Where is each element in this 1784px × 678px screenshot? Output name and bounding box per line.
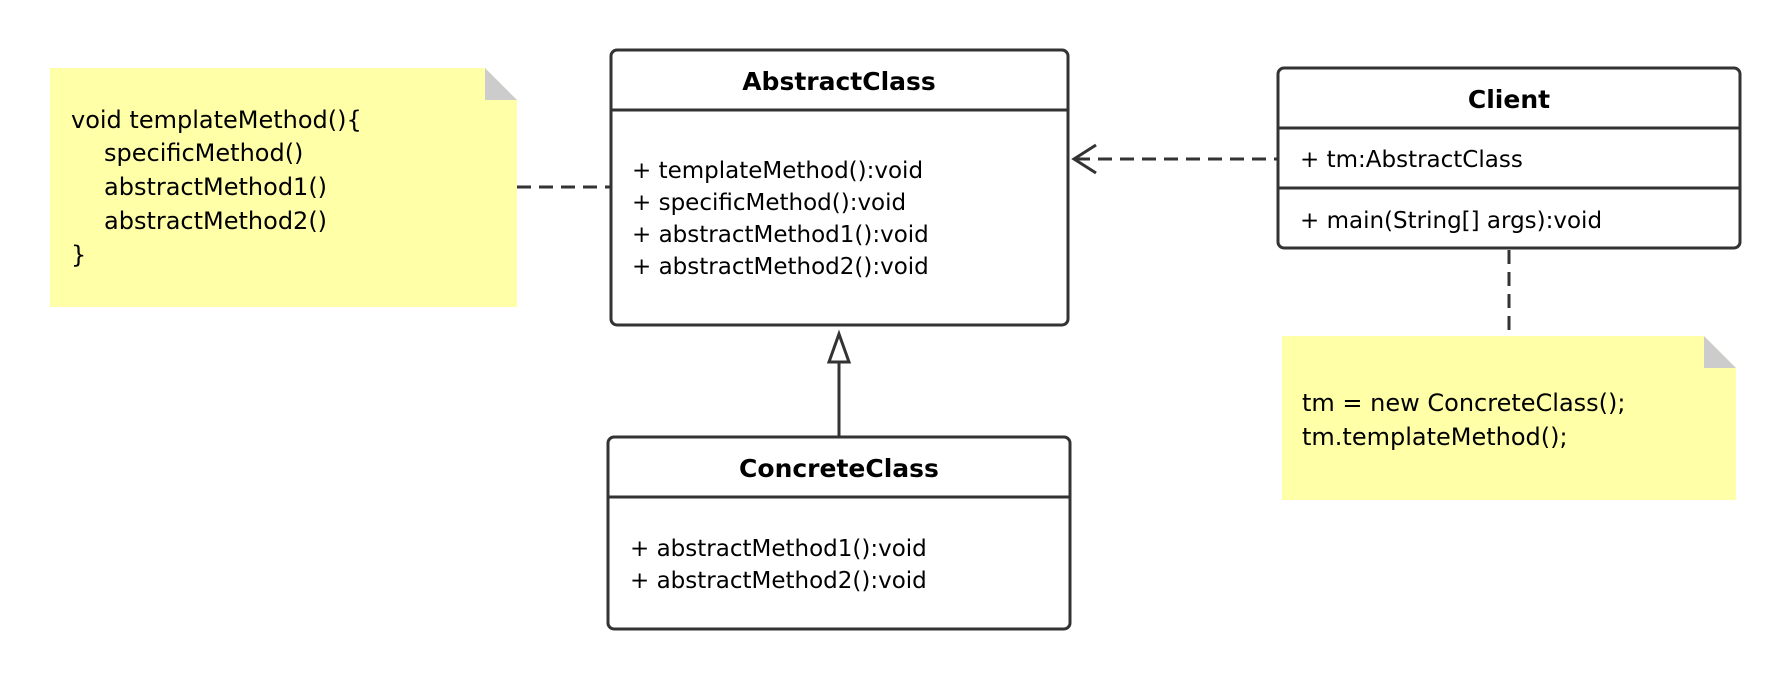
generalization-arrowhead (826, 329, 852, 364)
abstract-class-method: + specificMethod():void (632, 190, 906, 216)
right-note: tm = new ConcreteClass(); tm.templateMet… (1282, 336, 1736, 500)
left-note-body (50, 68, 517, 307)
abstract-class-box[interactable]: AbstractClass + templateMethod():void + … (609, 48, 1070, 327)
left-note-line: abstractMethod1() (104, 173, 327, 201)
abstract-class-method: + abstractMethod2():void (632, 254, 929, 280)
dependency-arrowhead (1071, 143, 1097, 175)
concrete-class-method: + abstractMethod2():void (630, 568, 927, 594)
client-class-attribute: + tm:AbstractClass (1300, 147, 1523, 173)
client-class-frame (1276, 66, 1742, 250)
left-note-line: } (71, 241, 86, 269)
right-note-line: tm.templateMethod(); (1302, 423, 1568, 451)
generalization-arrow (826, 329, 852, 436)
concrete-class-name: ConcreteClass (739, 454, 939, 483)
right-note-fold (1704, 336, 1736, 368)
abstract-class-method: + templateMethod():void (632, 158, 923, 184)
left-note: void templateMethod(){ specificMethod() … (50, 68, 517, 307)
abstract-class-name: AbstractClass (742, 67, 936, 96)
concrete-class-frame (606, 435, 1072, 631)
left-note-line: specificMethod() (104, 139, 303, 167)
left-note-fold (485, 68, 517, 100)
abstract-class-frame (609, 48, 1070, 327)
dependency-arrow (1071, 143, 1277, 175)
right-note-body (1282, 336, 1736, 500)
right-note-line: tm = new ConcreteClass(); (1302, 389, 1625, 417)
left-note-line: void templateMethod(){ (71, 106, 362, 134)
client-class-name: Client (1468, 85, 1550, 114)
concrete-class-box[interactable]: ConcreteClass + abstractMethod1():void +… (606, 435, 1072, 631)
concrete-class-method: + abstractMethod1():void (630, 536, 927, 562)
client-class-box[interactable]: Client + tm:AbstractClass + main(String[… (1276, 66, 1742, 250)
client-class-method: + main(String[] args):void (1300, 208, 1602, 234)
left-note-line: abstractMethod2() (104, 207, 327, 235)
abstract-class-method: + abstractMethod1():void (632, 222, 929, 248)
